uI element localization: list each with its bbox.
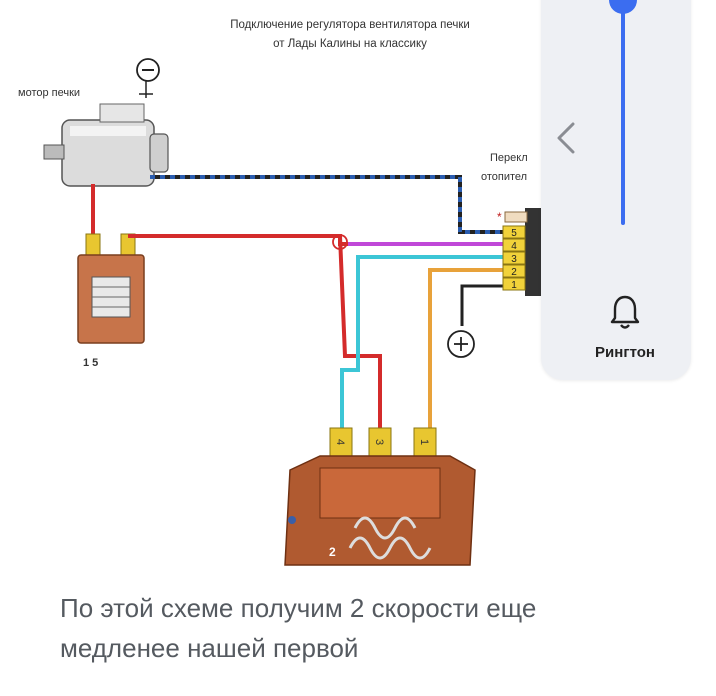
connector-asterisk: * xyxy=(497,210,502,224)
connector-pin xyxy=(502,251,526,265)
diagram-title-line1: Подключение регулятора вентилятора печки xyxy=(230,19,470,31)
chevron-left-icon[interactable] xyxy=(549,118,583,158)
switch-label-line2: отопител xyxy=(481,171,527,183)
bell-icon[interactable] xyxy=(608,293,642,331)
cyan-wire xyxy=(340,255,505,432)
caption-line1: По этой схеме получим 2 скорости еще xyxy=(60,593,537,623)
orange-wire xyxy=(428,268,505,430)
caption: По этой схеме получим 2 скорости еще мед… xyxy=(60,588,680,668)
blue-dashed-wire xyxy=(150,175,505,234)
caption-line2: медленее нашей первой xyxy=(60,633,359,663)
ground-minus-symbol xyxy=(136,58,160,98)
fan-regulator xyxy=(284,427,476,566)
connector-pin xyxy=(502,277,526,291)
diagram-title-line2: от Лады Калины на классику xyxy=(273,38,427,50)
regulator-terminal-label: 1 xyxy=(418,439,430,445)
power-plus-symbol xyxy=(447,330,475,358)
red-wire-branch xyxy=(338,235,382,430)
heater-motor xyxy=(43,103,169,187)
connector-pin-label: 2 xyxy=(511,267,517,278)
resistor-block xyxy=(77,233,145,344)
volume-panel: Рингтон xyxy=(541,0,691,380)
wiring-diagram: Подключение регулятора вентилятора печки… xyxy=(18,19,543,566)
motor-label: мотор печки xyxy=(18,87,80,99)
connector-pin-label: 3 xyxy=(511,254,517,265)
volume-slider[interactable] xyxy=(621,0,625,225)
regulator-terminal-label: 3 xyxy=(373,439,385,445)
connector-pin xyxy=(502,225,526,239)
resistor-terminal-label: 1 5 xyxy=(83,357,98,369)
wire-junction xyxy=(332,234,348,250)
black-wire xyxy=(460,284,505,326)
ringtone-label: Рингтон xyxy=(595,344,655,361)
volume-slider-knob[interactable] xyxy=(609,0,637,14)
switch-label-line1: Перекл xyxy=(490,152,528,164)
regulator-number: 2 xyxy=(329,545,336,559)
connector-pin-label: 4 xyxy=(511,241,517,252)
connector-pin-label: 1 xyxy=(511,280,517,291)
regulator-terminal-label: 4 xyxy=(334,439,346,445)
connector-pin xyxy=(502,238,526,252)
switch-connector: 5 4 3 2 1 xyxy=(502,208,543,296)
connector-pin-label: 5 xyxy=(511,228,517,239)
connector-pin xyxy=(502,264,526,278)
